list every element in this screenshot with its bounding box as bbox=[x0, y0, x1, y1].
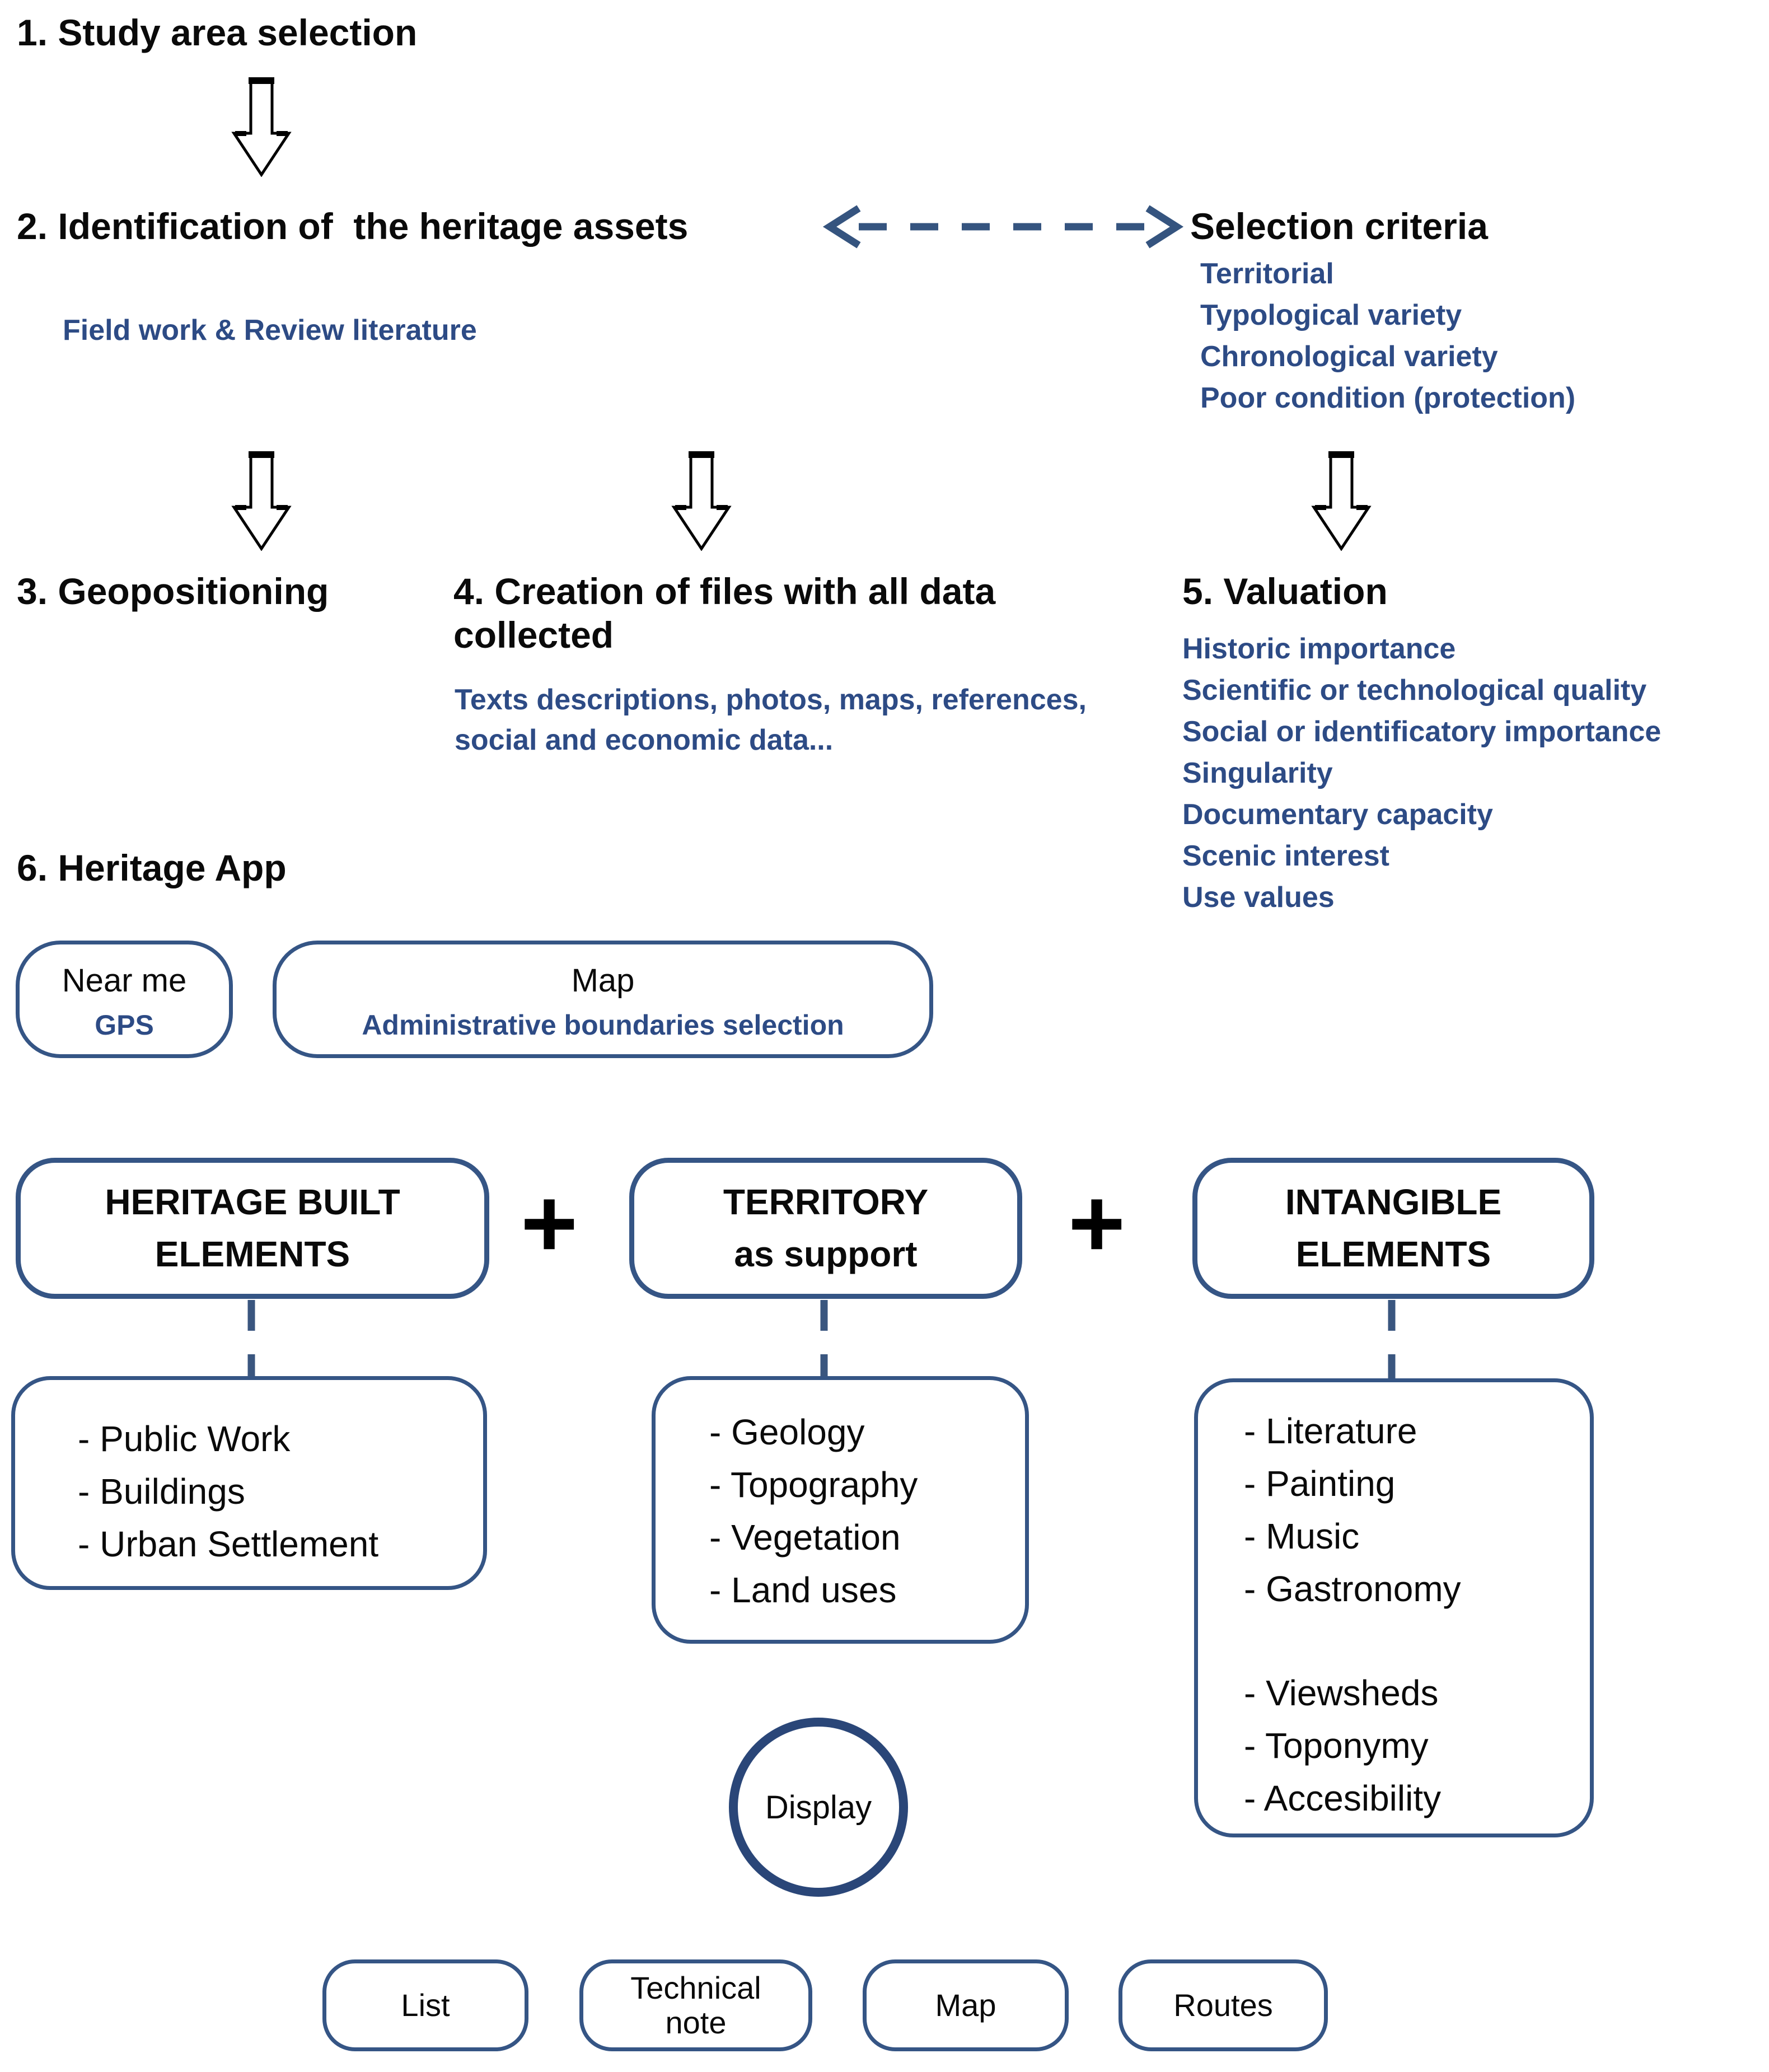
intangible-item: - Accesibility bbox=[1244, 1778, 1442, 1818]
map-selection-box: Map Administrative boundaries selection bbox=[273, 941, 933, 1058]
down-arrow-icon bbox=[231, 77, 292, 177]
step2-note: Field work & Review literature bbox=[63, 314, 477, 347]
map-box-sub-label: Administrative boundaries selection bbox=[362, 1009, 844, 1041]
map-box-label: Map bbox=[571, 962, 635, 999]
built-item: - Public Work bbox=[78, 1419, 291, 1459]
output-routes-box: Routes bbox=[1119, 1959, 1328, 2051]
plus-sign: + bbox=[1068, 1169, 1126, 1278]
display-circle: Display bbox=[729, 1718, 908, 1897]
output-label: Technical note bbox=[630, 1970, 761, 2040]
valuation-item: Social or identificatory importance bbox=[1182, 715, 1662, 748]
output-label: Map bbox=[935, 1987, 996, 2023]
territory-item: - Vegetation bbox=[709, 1517, 901, 1557]
step3-title: 3. Geopositioning bbox=[17, 570, 329, 612]
valuation-item: Use values bbox=[1182, 881, 1335, 914]
down-arrow-icon bbox=[1311, 451, 1372, 551]
category-title-line: as support bbox=[734, 1234, 918, 1274]
territory-item: - Land uses bbox=[709, 1570, 897, 1610]
category-title-line: ELEMENTS bbox=[1295, 1234, 1491, 1274]
intangible-item: - Painting bbox=[1244, 1463, 1396, 1504]
dashed-connector-icon bbox=[820, 1300, 828, 1378]
display-label: Display bbox=[765, 1789, 872, 1826]
down-arrow-icon bbox=[671, 451, 732, 551]
category-title-line: INTANGIBLE bbox=[1285, 1182, 1502, 1222]
intangible-item: - Viewsheds bbox=[1244, 1673, 1439, 1713]
step4-title: 4. Creation of files with all data colle… bbox=[453, 570, 1006, 656]
intangible-items-box: - Literature - Painting - Music - Gastro… bbox=[1194, 1378, 1594, 1837]
built-item: - Urban Settlement bbox=[78, 1524, 379, 1564]
territory-item: - Geology bbox=[709, 1412, 865, 1452]
list-gap bbox=[1244, 1615, 1590, 1667]
output-list-box: List bbox=[322, 1959, 528, 2051]
intangible-item: - Toponymy bbox=[1244, 1725, 1429, 1766]
output-label: List bbox=[401, 1987, 450, 2023]
dashed-connector-icon bbox=[247, 1300, 255, 1378]
valuation-item: Historic importance bbox=[1182, 633, 1456, 665]
output-technical-note-box: Technical note bbox=[579, 1959, 812, 2051]
plus-sign: + bbox=[521, 1169, 578, 1278]
step6-title: 6. Heritage App bbox=[17, 847, 287, 888]
intangible-item: - Gastronomy bbox=[1244, 1569, 1461, 1609]
step1-title: 1. Study area selection bbox=[17, 12, 418, 53]
category-title-line: ELEMENTS bbox=[155, 1234, 350, 1274]
valuation-list: Historic importance Scientific or techno… bbox=[1182, 628, 1661, 918]
near-me-gps-label: GPS bbox=[95, 1009, 154, 1041]
valuation-item: Scientific or technological quality bbox=[1182, 674, 1647, 707]
heritage-built-elements-box: HERITAGE BUILT ELEMENTS bbox=[16, 1158, 489, 1299]
dashed-connector-icon bbox=[1388, 1300, 1396, 1378]
selection-criteria-item: Poor condition (protection) bbox=[1200, 382, 1576, 414]
selection-criteria-item: Typological variety bbox=[1200, 299, 1462, 331]
step2-title: 2. Identification of the heritage assets bbox=[17, 205, 689, 247]
near-me-box: Near me GPS bbox=[16, 941, 233, 1058]
territory-box: TERRITORY as support bbox=[629, 1158, 1022, 1299]
category-title-line: HERITAGE BUILT bbox=[105, 1182, 400, 1222]
territory-item: - Topography bbox=[709, 1465, 918, 1505]
selection-criteria-list: Territorial Typological variety Chronolo… bbox=[1200, 253, 1575, 419]
step5-title: 5. Valuation bbox=[1182, 570, 1388, 612]
territory-items-box: - Geology - Topography - Vegetation - La… bbox=[652, 1376, 1029, 1644]
down-arrow-icon bbox=[231, 451, 292, 551]
near-me-label: Near me bbox=[62, 962, 187, 999]
category-title-line: TERRITORY bbox=[723, 1182, 929, 1222]
valuation-item: Singularity bbox=[1182, 757, 1333, 789]
output-map-box: Map bbox=[863, 1959, 1069, 2051]
selection-criteria-title: Selection criteria bbox=[1190, 205, 1488, 247]
output-label: Routes bbox=[1173, 1987, 1273, 2023]
selection-criteria-item: Territorial bbox=[1200, 258, 1334, 290]
dashed-double-arrow-icon bbox=[822, 205, 1184, 249]
intangible-item: - Music bbox=[1244, 1516, 1360, 1556]
valuation-item: Scenic interest bbox=[1182, 840, 1389, 872]
intangible-item: - Literature bbox=[1244, 1411, 1417, 1451]
built-elements-items-box: - Public Work - Buildings - Urban Settle… bbox=[11, 1376, 487, 1590]
valuation-item: Documentary capacity bbox=[1182, 798, 1493, 831]
intangible-elements-box: INTANGIBLE ELEMENTS bbox=[1192, 1158, 1594, 1299]
built-item: - Buildings bbox=[78, 1471, 245, 1512]
selection-criteria-item: Chronological variety bbox=[1200, 340, 1498, 373]
step4-note: Texts descriptions, photos, maps, refere… bbox=[455, 684, 1087, 756]
